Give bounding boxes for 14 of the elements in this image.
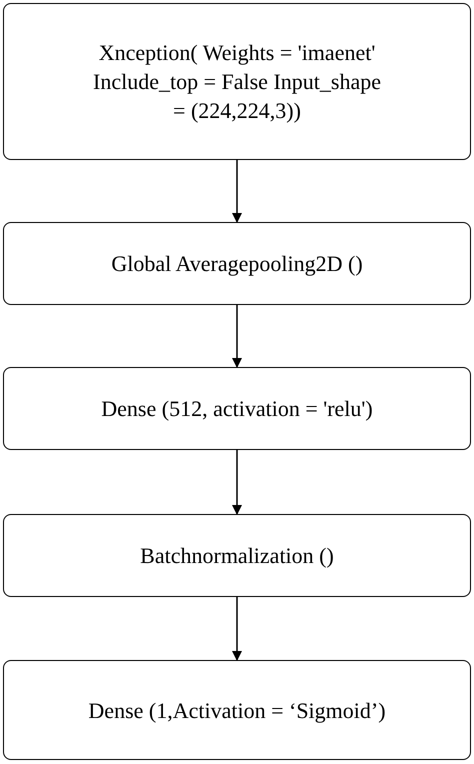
box-label: Batchnormalization () [140,542,334,570]
box-label: Xnception( Weights = 'imaenet' Include_top = False Input_shape = (224,224,3)) [92,39,382,125]
process-box [3,514,471,597]
box-label: Global Averagepooling2D () [111,250,363,278]
process-box [3,222,471,305]
box-label: Dense (1,Activation = ‘Sigmoid’) [88,696,386,724]
process-box [3,660,471,760]
process-box [3,3,471,160]
arrow [232,597,242,661]
box-label: Dense (512, activation = 'relu') [101,395,373,423]
arrow [232,305,242,368]
process-box [3,367,471,450]
arrow [232,450,242,515]
arrow [232,160,242,223]
